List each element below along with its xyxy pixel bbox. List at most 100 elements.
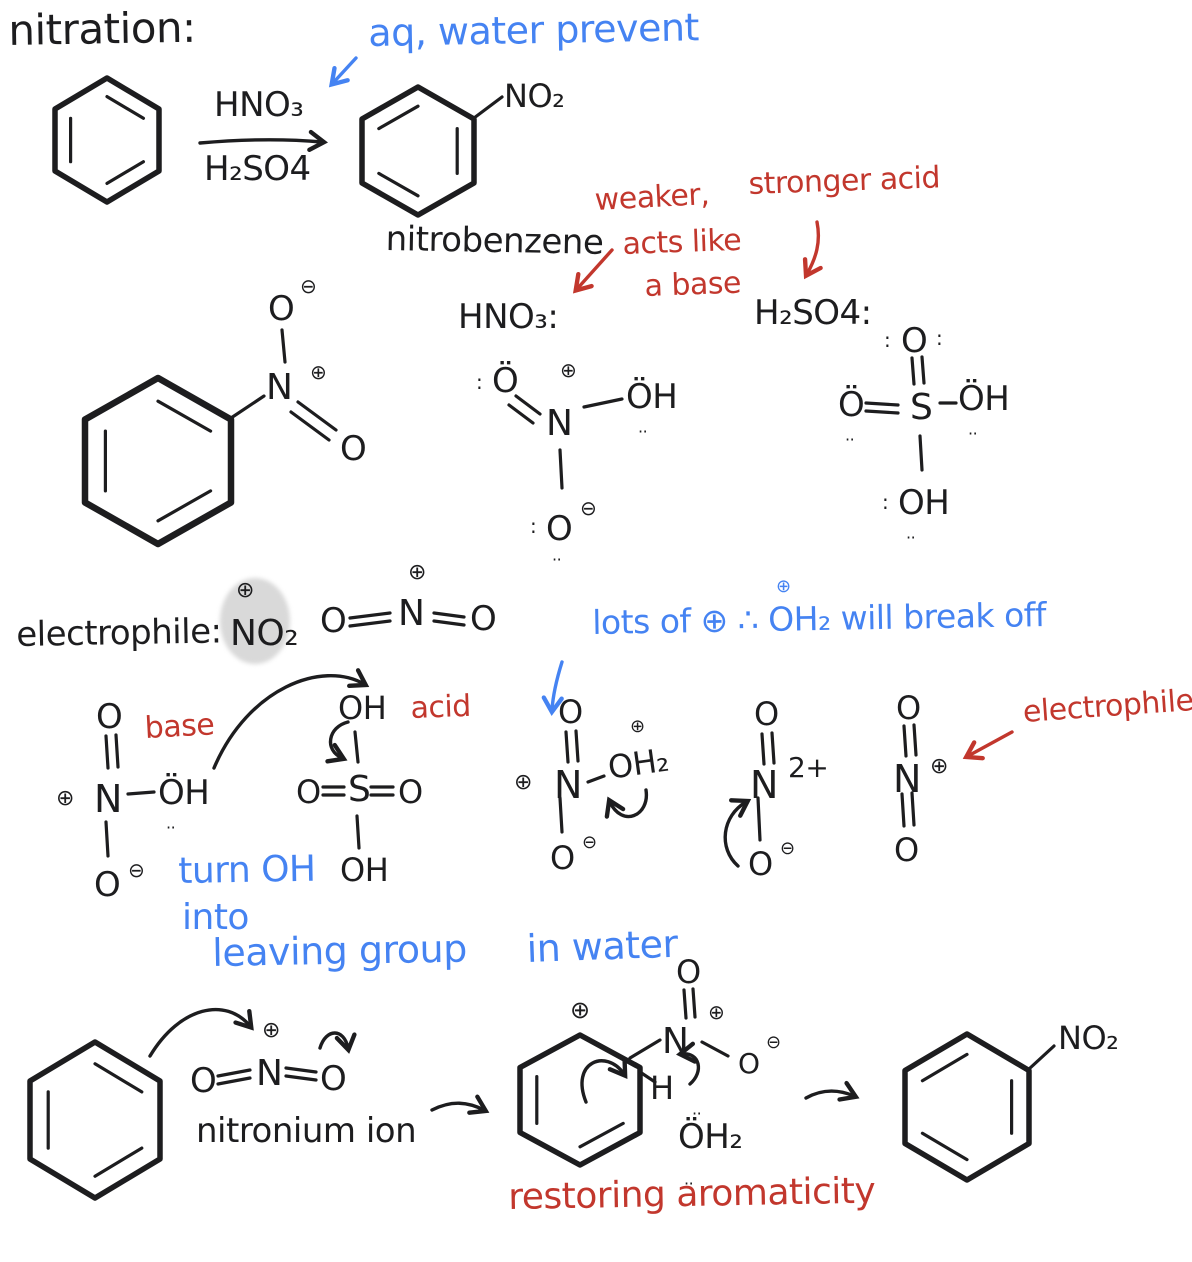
atom-h: H: [650, 1069, 674, 1107]
atom-s: S: [348, 769, 371, 810]
atom-o: O: [748, 845, 773, 883]
note-acid: acid: [409, 688, 472, 726]
lone-pair: ··: [552, 550, 562, 569]
charge-minus: ⊖: [766, 1032, 781, 1053]
atom-o: O: [754, 695, 779, 733]
atom-n: N: [662, 1021, 689, 1062]
water-leaving-hook-arrow: [604, 788, 648, 819]
nitronium-ion-bonds: [216, 1066, 318, 1086]
note-aq-water: aq, water prevent: [367, 5, 700, 55]
charge-plus: ⊕: [56, 786, 74, 811]
note-base: base: [143, 707, 216, 746]
nitronium-inline-bonds: [348, 611, 466, 628]
benzene-ring-reactant-2: [27, 1039, 163, 1201]
charge-minus: ⊖: [580, 496, 597, 520]
electrophile-no2: NO₂: [230, 613, 299, 654]
note-stronger-acid: stronger acid: [747, 160, 941, 202]
note-electrophile: electrophile: [1021, 683, 1192, 730]
note-lots-of-plus: lots of ⊕ ∴ OH₂ will break off: [591, 595, 1047, 642]
benzene-ring-product-2: [902, 1031, 1056, 1183]
h2so4-acid-bonds: [321, 730, 395, 850]
n2plus-hook-arrow: [723, 798, 752, 868]
atom-n: N: [546, 403, 573, 444]
atom-o: O: [546, 509, 573, 549]
atom-o: O: [676, 953, 701, 991]
atom-oh2: ÖH₂: [678, 1117, 743, 1157]
atom-o: O: [550, 839, 575, 877]
charge-plus: ⊕: [560, 358, 577, 382]
lone-pair: ··: [166, 818, 176, 837]
charge-plus: ⊕: [930, 754, 948, 779]
red-arrow-stronger: [802, 220, 823, 280]
atom-o: O: [268, 289, 295, 329]
atom-n: N: [750, 763, 778, 807]
atom-o: O: [296, 773, 321, 811]
atom-oh2: OH₂: [605, 740, 671, 787]
nitronium-label: nitronium ion: [196, 1111, 417, 1151]
atom-o: O: [94, 865, 121, 905]
note-a-base: a base: [643, 265, 742, 304]
atom-n: N: [893, 757, 921, 801]
charge-plus: ⊕: [708, 1000, 725, 1024]
charge-minus: ⊖: [582, 832, 597, 853]
product-no2-bottom: NO₂: [1058, 1019, 1119, 1057]
atom-o: O: [896, 689, 921, 727]
nitronium-curl-arrow: [318, 1031, 357, 1054]
product-no2: NO₂: [504, 77, 565, 115]
atom-oh: ÖH: [958, 379, 1010, 419]
lone-pair: :: [476, 370, 483, 394]
atom-o: O: [470, 599, 497, 639]
no2-highlight: [220, 578, 290, 664]
electrophile-label: electrophile:: [15, 611, 222, 655]
atom-o: O: [320, 1059, 347, 1099]
h-transfer-hook-arrow: [676, 1041, 701, 1086]
oh-bond-hook-arrow: [325, 720, 350, 764]
benzene-ring-product: [359, 84, 504, 218]
charge-two-plus: 2+: [788, 751, 829, 784]
note-acts-like: acts like: [621, 222, 742, 262]
charge-plus: ⊕: [570, 996, 590, 1024]
atom-s: S: [910, 387, 933, 428]
lone-pair: ··: [968, 424, 978, 443]
atom-oh: OH: [338, 689, 387, 727]
blue-note-arrow: [328, 56, 358, 88]
atom-o: O: [558, 693, 583, 731]
atom-n: N: [266, 367, 293, 408]
lone-pair: :: [884, 328, 891, 352]
lone-pair: ··: [906, 528, 916, 547]
charge-plus: ⊕: [514, 770, 532, 795]
atom-n: N: [398, 593, 425, 634]
nitrobenzene-charges-structure: [81, 328, 338, 548]
charge-plus: ⊕: [630, 716, 645, 737]
lone-pair: ··: [845, 430, 855, 449]
atom-oh: OH: [340, 851, 389, 889]
hno3-lewis-bonds: [507, 394, 624, 490]
hno3-label: HNO₃:: [458, 297, 559, 337]
atom-o: O: [320, 601, 347, 641]
h2so4-lewis-bonds: [864, 355, 958, 472]
charge-minus: ⊖: [780, 838, 795, 859]
charge-minus: ⊖: [128, 858, 145, 882]
atom-o: Ö: [492, 361, 519, 401]
atom-n: N: [256, 1053, 283, 1094]
product-name: nitrobenzene: [385, 219, 604, 263]
charge-plus: ⊕: [262, 1018, 280, 1043]
atom-oh: ÖH: [158, 773, 210, 813]
atom-o: O: [96, 697, 123, 737]
red-arrow-electrophile: [962, 730, 1014, 761]
atom-o: O: [398, 773, 423, 811]
atom-o: O: [894, 831, 919, 869]
blue-down-arrow: [541, 660, 564, 717]
n2plus-bonds: [756, 731, 776, 842]
hno3-base-bonds: [104, 733, 156, 858]
note-in-water: in water: [525, 921, 679, 971]
lone-pair: ··: [638, 422, 648, 441]
reagent-top: HNO₃: [214, 85, 304, 125]
lone-pair: :: [530, 514, 537, 538]
atom-n: N: [554, 763, 582, 807]
charge-plus: ⊕: [408, 560, 426, 585]
note-into: into: [182, 897, 249, 938]
charge-plus: ⊕: [310, 360, 327, 384]
atom-o: O: [901, 321, 928, 361]
